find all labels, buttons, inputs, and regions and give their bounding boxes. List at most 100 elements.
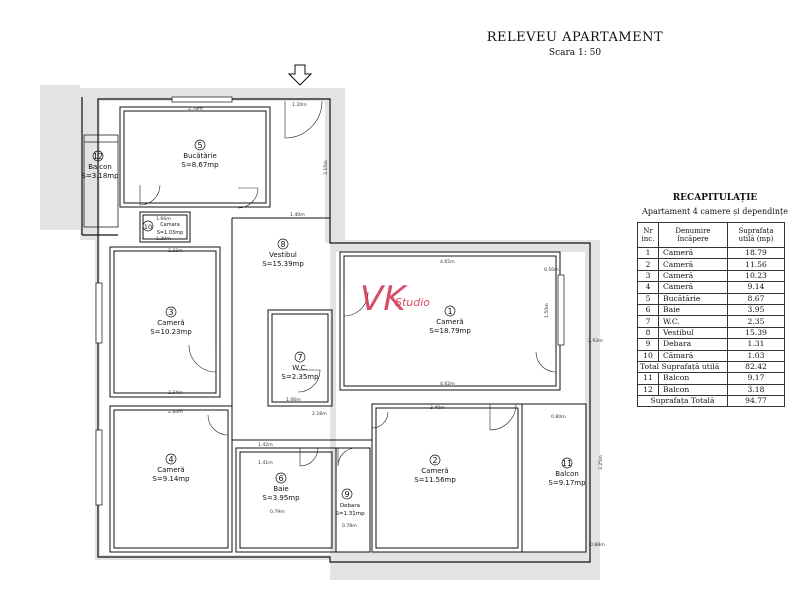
recap-title: RECAPITULAȚIE [672,193,758,203]
recap-header-row: Nr inc. Denumire încăpere Suprafața util… [637,222,785,248]
dim-label: 2.78m [188,106,203,112]
room-11-label: 11 Balcon S=9.17mp [548,457,586,487]
room-1-label: 1 Cameră S=18.79mp [429,305,471,335]
svg-text:Bucătărie: Bucătărie [183,152,217,160]
wall-hatching [40,85,600,580]
svg-text:S=10.23mp: S=10.23mp [150,328,192,336]
dim-label: 1.06m [286,397,301,403]
svg-text:S=2.35mp: S=2.35mp [281,373,319,381]
svg-text:S=3.95mp: S=3.95mp [262,494,300,502]
dim-label: 0.80m [551,414,566,420]
entrance-arrow-icon [287,64,313,86]
room-12-label: 12 Balcon S=3.18mp [81,150,119,180]
svg-text:S=15.39mp: S=15.39mp [262,260,304,268]
svg-text:Camara: Camara [160,222,180,228]
dim-label: 1.50m [544,303,550,318]
svg-text:3: 3 [168,308,173,317]
dim-label: 1.66m [156,216,171,222]
watermark-logo: VK Studio [360,279,430,319]
dim-label: 0.78m [342,523,357,529]
svg-text:2: 2 [432,456,437,465]
svg-text:S=9.14mp: S=9.14mp [152,475,190,483]
svg-text:11: 11 [562,459,572,468]
svg-text:1: 1 [447,307,452,316]
svg-text:5: 5 [197,141,202,150]
svg-text:Cameră: Cameră [157,319,184,327]
svg-text:10: 10 [144,223,152,231]
svg-text:S=3.18mp: S=3.18mp [81,172,119,180]
dim-label: 2.93m [588,338,603,344]
dim-label: 0.79m [270,509,285,515]
dim-label: 0.50m [544,267,559,273]
dim-label: 2.18m [312,411,327,417]
door-swings [139,100,557,467]
dim-label: 3.25m [598,455,604,470]
balcony-12 [83,134,119,228]
room-10-label: 10 Camara S=1.03mp [142,220,184,236]
col-nr-header: Nr inc. [637,222,659,248]
room-8-label: 8 Vestibul S=15.39mp [262,238,304,268]
windows [95,96,565,506]
svg-text:Vestibul: Vestibul [269,251,297,259]
dim-label: 1.39m [156,236,171,242]
svg-text:S=8.67mp: S=8.67mp [181,161,219,169]
dim-label: 1.40m [290,212,305,218]
page-title: RELEVEU APARTAMENT [486,30,664,45]
svg-text:7: 7 [297,353,302,362]
svg-text:Balcon: Balcon [555,470,579,478]
dim-label: 2.84m [168,409,183,415]
room-6-label: 6 Baie S=3.95mp [262,472,300,502]
room-5-label: 5 Bucătărie S=8.67mp [181,139,219,169]
dimension-labels: 4.65m 4.62m 2.78m 1.40m 2.33m 2.34m 2.84… [156,102,605,548]
dim-label: 3.15m [323,160,329,175]
svg-text:Cameră: Cameră [436,318,463,326]
dim-label: 0.88m [590,542,605,548]
svg-text:Cameră: Cameră [157,466,184,474]
dim-label: 3.40m [430,405,445,411]
svg-text:S=18.79mp: S=18.79mp [429,327,471,335]
room-9-label: 9 Debara S=1.31mp [335,488,365,517]
svg-text:S=1.03mp: S=1.03mp [157,230,184,236]
svg-text:6: 6 [278,474,283,483]
dim-label: 4.65m [440,259,455,265]
col-name-header: Denumire încăpere [658,222,728,248]
room-3-label: 3 Cameră S=10.23mp [150,306,192,336]
room-4-label: 4 Cameră S=9.14mp [152,453,190,483]
recap-subtitle: Apartament 4 camere și dependințe [642,207,788,216]
svg-text:Studio: Studio [395,296,430,309]
dim-label: 1.41m [258,460,273,466]
svg-text:9: 9 [344,490,349,499]
dim-label: 4.62m [440,381,455,387]
dim-label: 2.33m [168,248,183,254]
svg-text:W.C.: W.C. [292,364,307,372]
recap-table: Nr inc. Denumire încăpere Suprafața util… [637,222,785,408]
col-area-header: Suprafața utilă (mp) [727,222,785,248]
dim-label: 1.42m [258,442,273,448]
svg-text:4: 4 [168,455,173,464]
dim-label: 2.34m [168,390,183,396]
room-7-label: 7 W.C. S=2.35mp [281,351,319,381]
svg-text:Balcon: Balcon [88,163,112,171]
svg-text:8: 8 [280,240,285,249]
dim-label: 1.20m [292,102,307,108]
scale-label: Scara 1: 50 [548,48,602,58]
svg-text:S=1.31mp: S=1.31mp [335,511,365,517]
svg-text:Debara: Debara [340,503,360,509]
svg-text:S=9.17mp: S=9.17mp [548,479,586,487]
svg-text:S=11.56mp: S=11.56mp [414,476,456,484]
svg-text:Baie: Baie [273,485,288,493]
